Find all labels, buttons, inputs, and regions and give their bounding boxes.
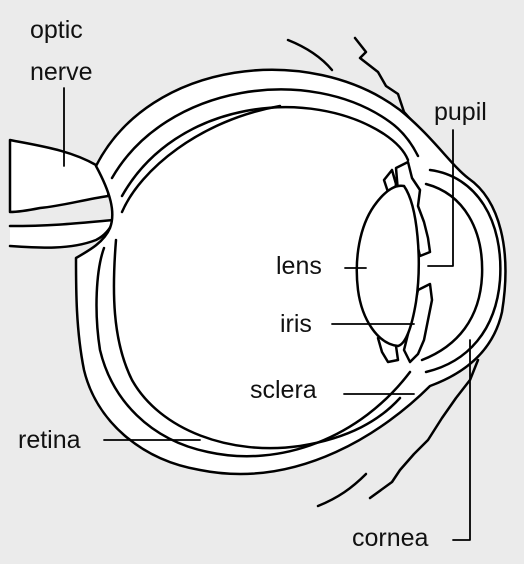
label-cornea: cornea xyxy=(352,524,429,552)
label-iris: iris xyxy=(280,310,312,338)
optic-nerve xyxy=(8,138,116,249)
label-sclera: sclera xyxy=(250,376,317,404)
cornea-outer xyxy=(424,168,502,374)
lower-eyelid xyxy=(368,358,480,500)
label-lens: lens xyxy=(276,252,322,280)
label-optic: optic xyxy=(30,16,83,44)
leader-pupil xyxy=(427,129,454,267)
cornea-inner xyxy=(420,182,484,362)
retina-layer xyxy=(95,105,412,458)
leader-cornea xyxy=(452,339,471,541)
lens-shape xyxy=(355,184,420,348)
label-nerve: nerve xyxy=(30,58,93,86)
lower-eyelid-fold xyxy=(316,472,368,508)
choroid-layer xyxy=(110,88,420,180)
label-pupil: pupil xyxy=(434,98,487,126)
label-retina: retina xyxy=(18,426,81,454)
upper-eyelid-fold xyxy=(286,38,334,72)
inner-shell xyxy=(112,104,402,450)
